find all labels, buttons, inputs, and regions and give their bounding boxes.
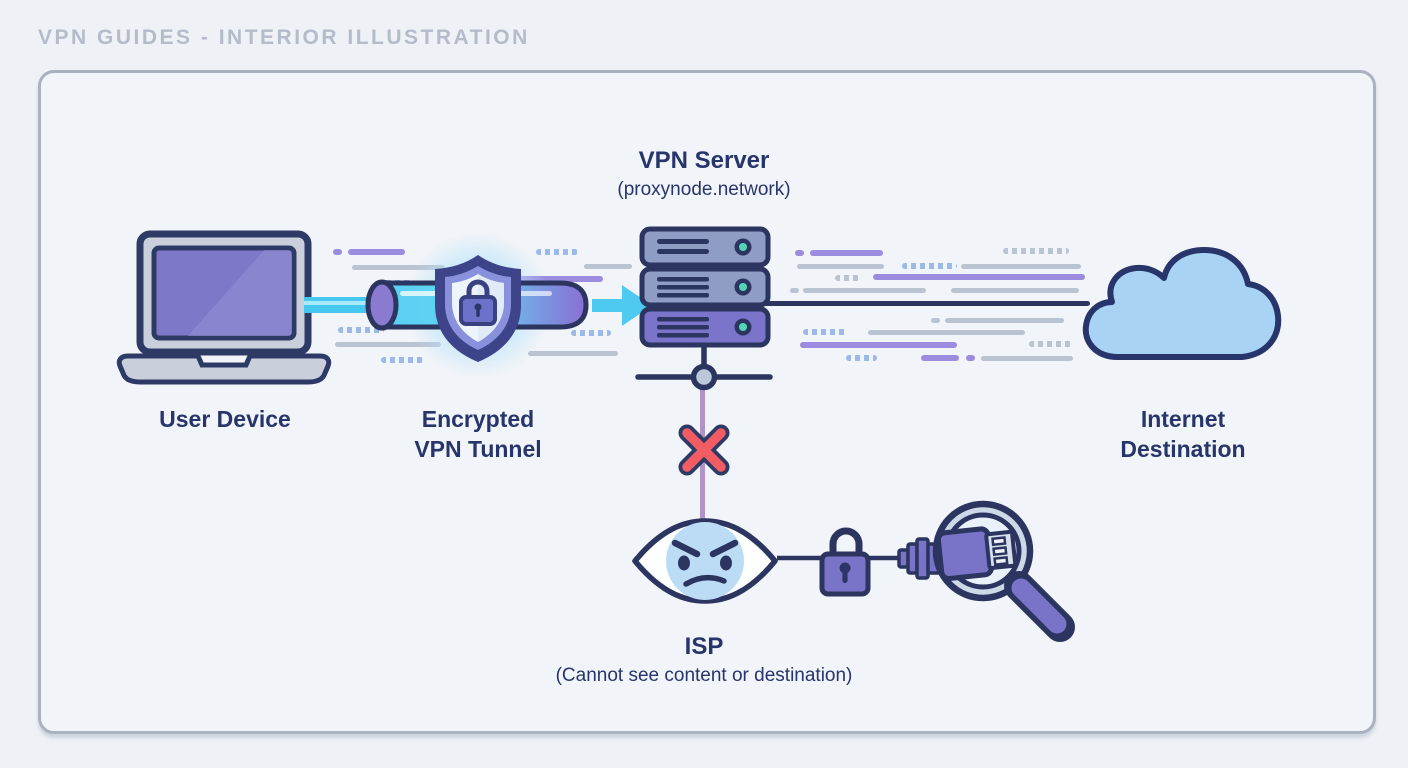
data-stream-dash <box>795 250 804 256</box>
data-stream-dash <box>381 357 425 363</box>
angry-eye-icon <box>632 518 778 604</box>
data-stream-dash <box>1003 248 1069 254</box>
data-stream-dash <box>1029 341 1074 347</box>
data-stream-dash <box>333 249 342 255</box>
shield-lock-icon <box>435 255 521 362</box>
isp-label: ISP (Cannot see content or destination) <box>555 633 853 686</box>
data-stream-dash <box>528 351 618 356</box>
data-stream-dash <box>803 288 926 293</box>
data-stream-dash <box>921 355 959 361</box>
data-stream-dash <box>790 288 799 293</box>
data-stream-dash <box>945 318 1064 323</box>
data-stream-dash <box>797 264 884 269</box>
encrypted-tunnel-icon <box>304 235 652 378</box>
lock-icon <box>459 279 497 326</box>
data-stream-dash <box>931 318 940 323</box>
data-stream-dash <box>846 355 877 361</box>
data-stream-dash <box>536 249 578 255</box>
data-stream-dash <box>584 264 632 269</box>
data-stream-dash <box>981 356 1073 361</box>
tunnel-opening <box>365 279 399 331</box>
data-stream-dash <box>503 276 603 282</box>
internet-destination-label: Internet Destination <box>1120 406 1246 462</box>
data-stream-dash <box>961 264 1081 269</box>
data-stream-dash <box>803 329 846 335</box>
data-stream-dash <box>348 249 405 255</box>
arrow-right-icon <box>592 285 652 326</box>
usb-plug <box>935 526 1018 582</box>
magnifier-plug-icon <box>897 500 1075 642</box>
page-title: VPN GUIDES - INTERIOR ILLUSTRATION <box>38 26 530 49</box>
data-stream-dash <box>810 250 883 256</box>
data-stream-dash <box>868 330 1025 335</box>
data-stream-dash <box>966 355 975 361</box>
server-stack-icon <box>639 226 771 348</box>
user-device-label: User Device <box>159 406 291 432</box>
network-junction-icon <box>635 344 773 391</box>
data-stream-dash <box>835 275 862 281</box>
isp-inspection-group <box>777 500 1075 642</box>
data-stream-dash <box>352 265 445 270</box>
data-stream-dash <box>873 274 1085 280</box>
diagram-panel <box>38 70 1376 734</box>
data-stream-dash <box>951 288 1079 293</box>
tunnel-label: Encrypted VPN Tunnel <box>414 406 542 462</box>
data-stream-dash <box>902 263 957 269</box>
vpn-server-label: VPN Server (proxynode.network) <box>617 147 791 200</box>
server-unit <box>639 226 771 268</box>
server-to-internet-line <box>764 301 1090 306</box>
data-stream-dash <box>338 327 384 333</box>
server-unit <box>639 306 771 348</box>
cloud-icon <box>1082 247 1282 360</box>
data-stream-dash <box>571 330 611 336</box>
server-unit <box>639 266 771 308</box>
laptop-icon <box>116 230 332 385</box>
x-mark-icon <box>678 424 730 476</box>
data-stream-dash <box>800 342 957 348</box>
data-stream-dash <box>335 342 441 347</box>
padlock-icon <box>819 527 871 597</box>
